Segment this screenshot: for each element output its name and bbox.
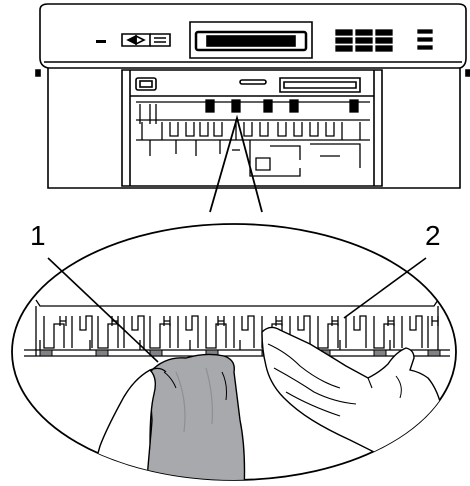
printer-icon (36, 4, 470, 188)
callout-label-1: 1 (30, 222, 46, 250)
cloth-icon (144, 354, 245, 481)
callout-label-2: 2 (425, 222, 441, 250)
magnified-detail (12, 224, 456, 481)
